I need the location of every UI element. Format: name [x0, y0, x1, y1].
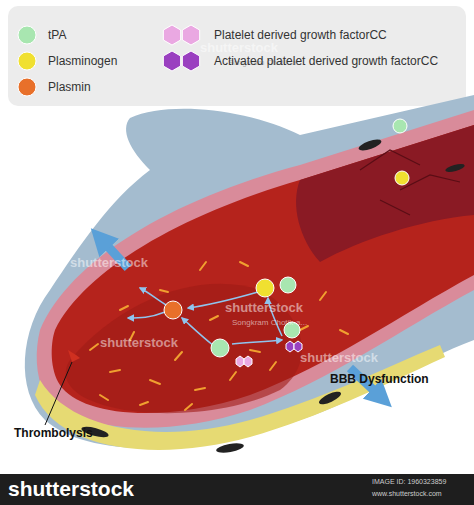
watermark: Songkram Chotik-a... [232, 318, 307, 327]
legend-text: Plasminogen [48, 55, 117, 68]
image-id: IMAGE ID: 1960323859 [372, 478, 446, 485]
legend-text: Plasmin [48, 81, 91, 94]
legend-item: tPA [16, 24, 66, 46]
legend-item: Plasminogen [16, 50, 117, 72]
part-label: Thrombolysis [14, 426, 93, 440]
legend-item: Plasmin [16, 76, 91, 98]
legend-swatch [16, 76, 40, 98]
watermark: shutterstock [225, 300, 303, 315]
watermark: shutterstock [300, 350, 378, 365]
legend-text: tPA [48, 29, 66, 42]
crack-lines [360, 150, 460, 215]
leader-line [45, 362, 72, 425]
legend-swatch [160, 50, 206, 72]
cell-nuclei [80, 137, 465, 454]
watermark: shutterstock [70, 255, 148, 270]
watermark: shutterstock [100, 335, 178, 350]
url-text: www.shutterstock.com [372, 490, 442, 497]
legend-panel [8, 6, 466, 106]
legend-text: Platelet derived growth factorCC [214, 29, 387, 42]
legend-swatch [16, 50, 40, 72]
watermark: shutterstock [200, 40, 278, 55]
part-label: BBB Dysfunction [330, 372, 429, 386]
legend-swatch [160, 24, 206, 46]
legend-text: Activated platelet derived growth factor… [214, 55, 438, 68]
legend-item: Activated platelet derived growth factor… [160, 50, 438, 72]
vessel-wall [37, 110, 474, 428]
footer-bar [0, 474, 474, 505]
clot-fragment [68, 350, 80, 362]
outer-tissue [25, 95, 474, 448]
molecules [164, 119, 409, 367]
logo-text: shutterstock [8, 477, 134, 501]
fibrin-strands [90, 262, 348, 410]
legend-swatch [16, 24, 40, 46]
dark-lumen [296, 125, 474, 262]
legend-item: Platelet derived growth factorCC [160, 24, 387, 46]
